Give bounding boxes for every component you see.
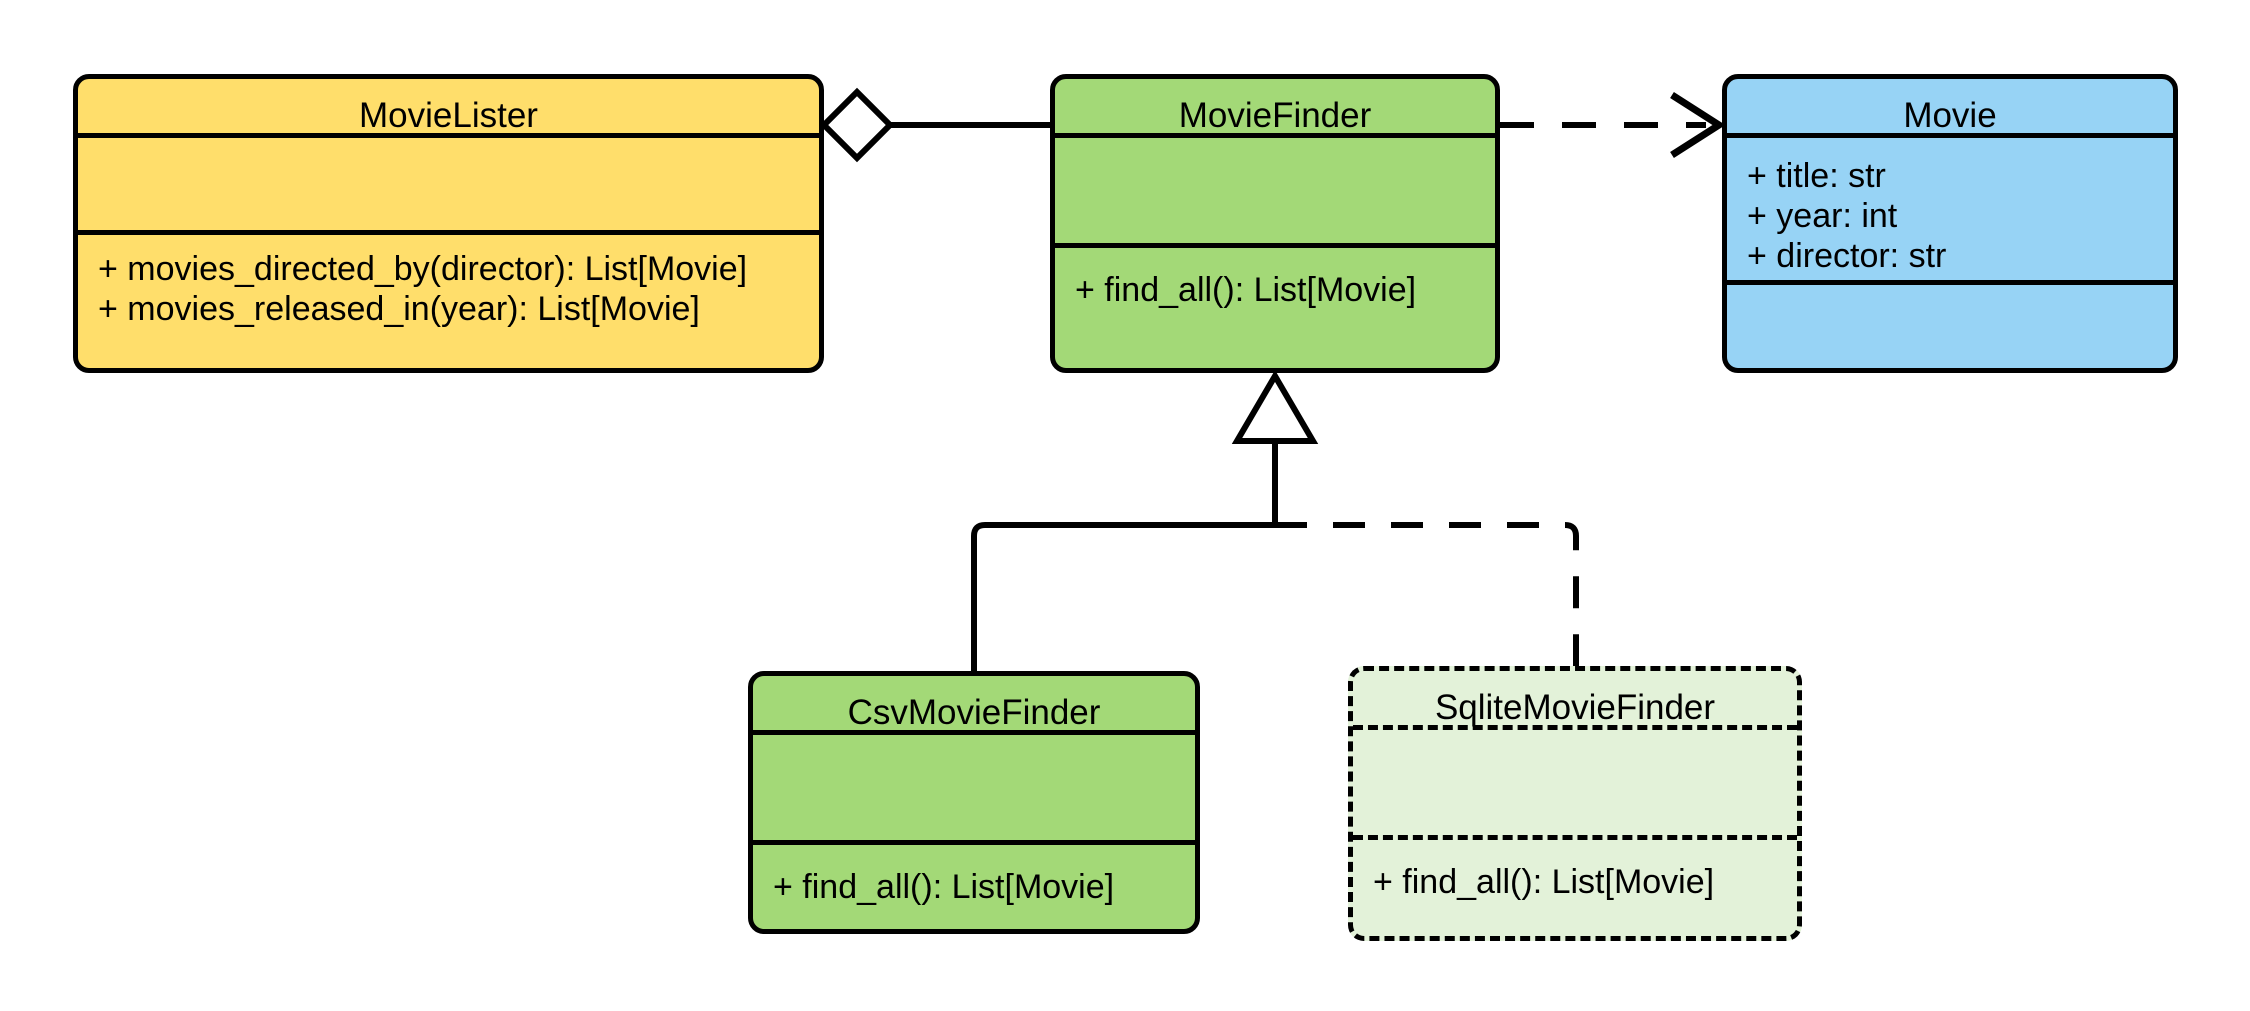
compartment-divider [753,840,1195,845]
compartment-divider [78,133,819,138]
methods-compartment-movie [1727,285,2173,368]
attributes-compartment-csv-movie-finder [753,735,1195,840]
compartment-divider [1353,725,1797,730]
compartment-divider [1055,243,1495,248]
class-box-movie-finder[interactable]: MovieFinder + find_all(): List[Movie] [1050,74,1500,373]
dependency-finder-movie [1500,92,1726,158]
attributes-compartment-sqlite-movie-finder [1353,730,1797,835]
methods-compartment-movie-lister: + movies_directed_by(director): List[Mov… [78,235,819,368]
attributes-compartment-movie-finder [1055,138,1495,243]
methods-compartment-csv-movie-finder: + find_all(): List[Movie] [753,845,1195,929]
methods-compartment-movie-finder: + find_all(): List[Movie] [1055,248,1495,368]
attribute-item: + year: int [1747,197,1898,236]
method-item: + find_all(): List[Movie] [773,868,1115,906]
attribute-item: + title: str [1747,157,1886,195]
class-name-csv-movie-finder: CsvMovieFinder [847,693,1101,732]
class-box-movie[interactable]: Movie + title: str + year: int + directo… [1722,74,2178,373]
inheritance-csv-finder-branch [971,522,1275,672]
class-name-movie: Movie [1903,96,1997,135]
open-arrow-marker [1670,92,1726,158]
attributes-compartment-movie-lister [78,138,819,230]
methods-compartment-sqlite-movie-finder: + find_all(): List[Movie] [1353,840,1797,936]
hollow-triangle-marker [1231,370,1319,444]
class-box-csv-movie-finder[interactable]: CsvMovieFinder + find_all(): List[Movie] [748,671,1200,934]
generalization-trunk [1231,370,1319,525]
method-item: + find_all(): List[Movie] [1075,271,1417,309]
aggregation-lister-finder [819,87,1050,163]
method-item: + movies_directed_by(director): List[Mov… [98,250,748,288]
compartment-divider [1727,280,2173,285]
class-box-movie-lister[interactable]: MovieLister + movies_directed_by(directo… [73,74,824,373]
method-item: + find_all(): List[Movie] [1373,863,1715,901]
inheritance-sqlite-finder-branch [1275,522,1579,668]
compartment-divider [753,730,1195,735]
attribute-item: + director: str [1747,237,1947,276]
compartment-divider [1727,133,2173,138]
compartment-divider [78,230,819,235]
compartment-divider [1353,835,1797,840]
hollow-diamond-marker [819,87,895,163]
compartment-divider [1055,133,1495,138]
class-box-sqlite-movie-finder[interactable]: SqliteMovieFinder + find_all(): List[Mov… [1348,666,1802,941]
method-item: + movies_released_in(year): List[Movie] [98,290,700,329]
class-name-sqlite-movie-finder: SqliteMovieFinder [1434,688,1716,727]
class-name-movie-lister: MovieLister [359,96,538,135]
class-name-movie-finder: MovieFinder [1178,96,1372,135]
attributes-compartment-movie: + title: str + year: int + director: str [1727,138,2173,280]
